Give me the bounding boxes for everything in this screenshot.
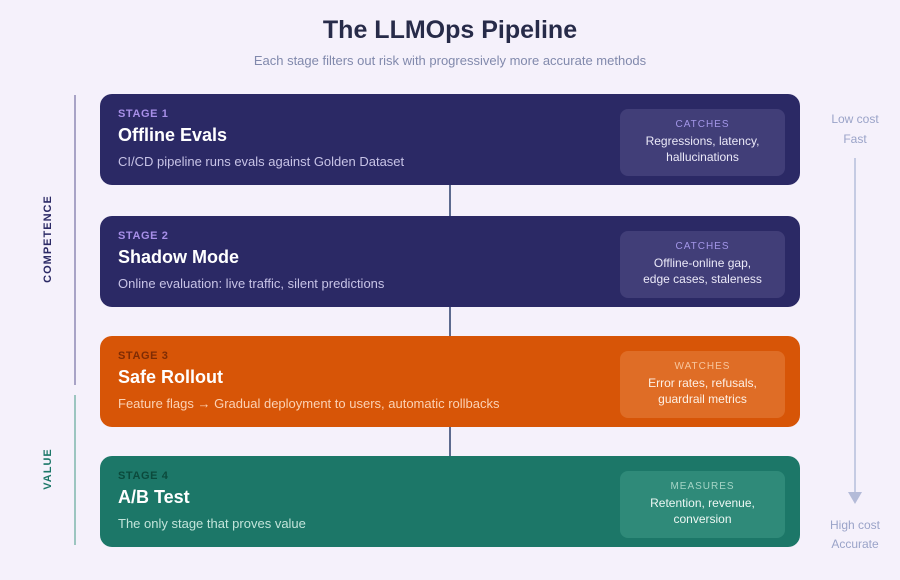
stage-number-label: STAGE 4	[118, 470, 169, 482]
badge-text: Regressions, latency, hallucinations	[645, 134, 760, 164]
stage-number-label: STAGE 3	[118, 350, 169, 362]
stage-description: Feature flags → Gradual deployment to us…	[118, 396, 500, 411]
badge-label: MEASURES	[670, 481, 735, 492]
stage-title: Safe Rollout	[118, 367, 224, 387]
catches-badge: CATCHES Regressions, latency, hallucinat…	[620, 109, 785, 176]
cost-axis-line	[854, 158, 856, 492]
pipeline-connector-line	[449, 140, 451, 496]
cost-axis-bottom-label-1: High cost	[829, 518, 881, 532]
stage-card-shadow-mode: STAGE 2 Shadow Mode Online evaluation: l…	[100, 216, 800, 307]
page-title: The LLMOps Pipeline	[322, 16, 578, 44]
stage-title: Shadow Mode	[118, 247, 239, 267]
page-subtitle: Each stage filters out risk with progres…	[253, 53, 647, 68]
stage-card-ab-test: STAGE 4 A/B Test The only stage that pro…	[100, 456, 800, 547]
stage-title: Offline Evals	[118, 125, 228, 145]
badge-text: Offline-online gap, edge cases, stalenes…	[643, 256, 762, 286]
down-arrow-icon	[848, 492, 862, 504]
measures-badge: MEASURES Retention, revenue, conversion	[620, 471, 785, 538]
value-axis-line	[74, 395, 76, 545]
cost-axis-bottom-label-2: Accurate	[831, 537, 879, 551]
stage-description: Online evaluation: live traffic, silent …	[118, 276, 385, 291]
competence-axis-label: COMPETENCE	[42, 195, 54, 283]
cost-axis-top-label-1: Low cost	[831, 112, 879, 126]
badge-label: CATCHES	[675, 119, 730, 130]
cost-axis-top-label-2: Fast	[843, 132, 867, 146]
stage-number-label: STAGE 1	[118, 108, 169, 120]
value-axis-label: VALUE	[42, 448, 54, 490]
badge-label: WATCHES	[674, 361, 731, 372]
stage-card-safe-rollout: STAGE 3 Safe Rollout Feature flags → Gra…	[100, 336, 800, 427]
stage-description: The only stage that proves value	[118, 516, 306, 531]
watches-badge: WATCHES Error rates, refusals, guardrail…	[620, 351, 785, 418]
catches-badge: CATCHES Offline-online gap, edge cases, …	[620, 231, 785, 298]
competence-axis-line	[74, 95, 76, 385]
stage-card-offline-evals: STAGE 1 Offline Evals CI/CD pipeline run…	[100, 94, 800, 185]
stage-number-label: STAGE 2	[118, 230, 169, 242]
badge-text: Error rates, refusals, guardrail metrics	[648, 376, 757, 406]
badge-text: Retention, revenue, conversion	[650, 496, 755, 526]
stage-description: CI/CD pipeline runs evals against Golden…	[118, 154, 405, 169]
badge-label: CATCHES	[675, 241, 730, 252]
stage-title: A/B Test	[118, 487, 190, 507]
